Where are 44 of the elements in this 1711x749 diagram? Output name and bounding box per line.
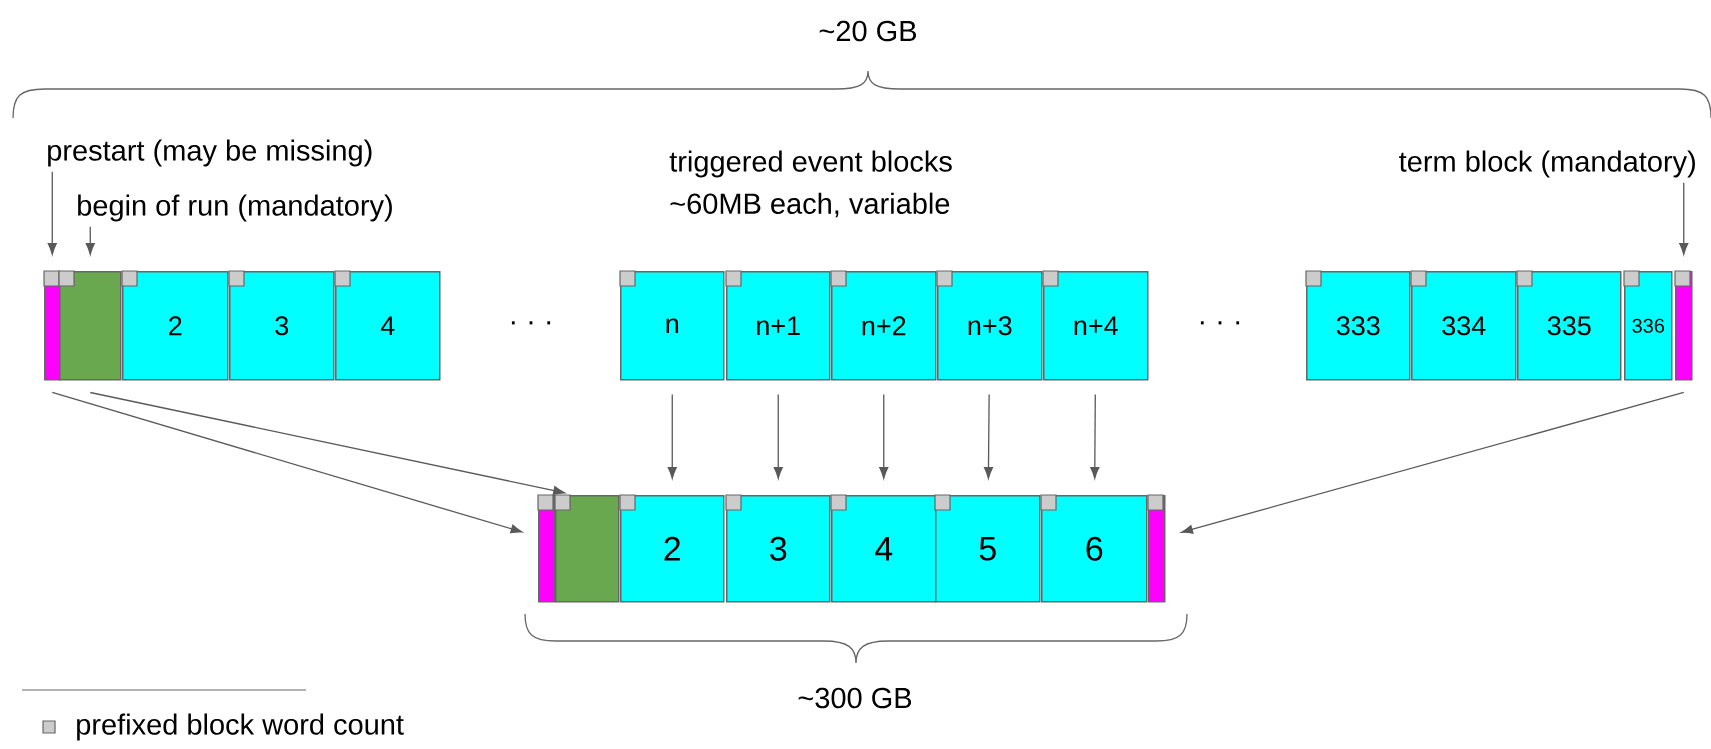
- arrow: [773, 393, 783, 479]
- data-block: 6: [1040, 494, 1148, 603]
- callout-label: begin of run (mandatory): [78, 194, 392, 222]
- data-block: 3: [228, 270, 335, 381]
- data-block: n+1: [725, 270, 831, 381]
- data-block: n+3: [936, 270, 1043, 381]
- callout-label: prestart (may be missing): [48, 139, 372, 167]
- arrow: [1679, 182, 1689, 255]
- data-block: n+2: [830, 270, 937, 381]
- arrow: [1181, 391, 1685, 534]
- arrow: [89, 391, 566, 496]
- arrow: [879, 393, 889, 479]
- annotation-text: ~60MB each, variable: [670, 192, 950, 218]
- data-block: 3: [725, 494, 831, 603]
- data-block: 4: [334, 270, 441, 381]
- size-label: ~300 GB: [798, 687, 912, 709]
- ellipsis: · · ·: [511, 321, 551, 325]
- arrow: [667, 393, 677, 479]
- data-block: 2: [121, 270, 229, 381]
- data-block: 4: [830, 494, 937, 603]
- run-block: [58, 270, 122, 381]
- data-block: 2: [619, 494, 725, 603]
- data-block: 333: [1305, 270, 1411, 381]
- data-block: n+4: [1042, 270, 1149, 381]
- arrow: [983, 393, 994, 479]
- data-block: 335: [1516, 270, 1622, 381]
- legend-label: prefixed block word count: [77, 713, 404, 741]
- marker-bar: [1147, 494, 1166, 603]
- data-block: 336: [1623, 270, 1673, 381]
- marker-bar: [43, 270, 61, 381]
- marker-bar: [1674, 270, 1693, 381]
- data-block: n: [619, 270, 725, 381]
- data-block: 5: [934, 494, 1041, 603]
- arrow: [1090, 393, 1100, 479]
- annotation-text: triggered event blocks: [669, 150, 952, 178]
- run-block: [554, 494, 620, 603]
- arrow: [85, 226, 95, 255]
- arrow: [47, 171, 57, 255]
- arrow: [51, 391, 523, 534]
- callout-label: term block (mandatory): [1399, 150, 1695, 178]
- marker-bar: [537, 494, 556, 603]
- data-block: 334: [1410, 270, 1517, 381]
- size-label: ~20 GB: [819, 20, 917, 42]
- ellipsis: · · ·: [1200, 321, 1240, 325]
